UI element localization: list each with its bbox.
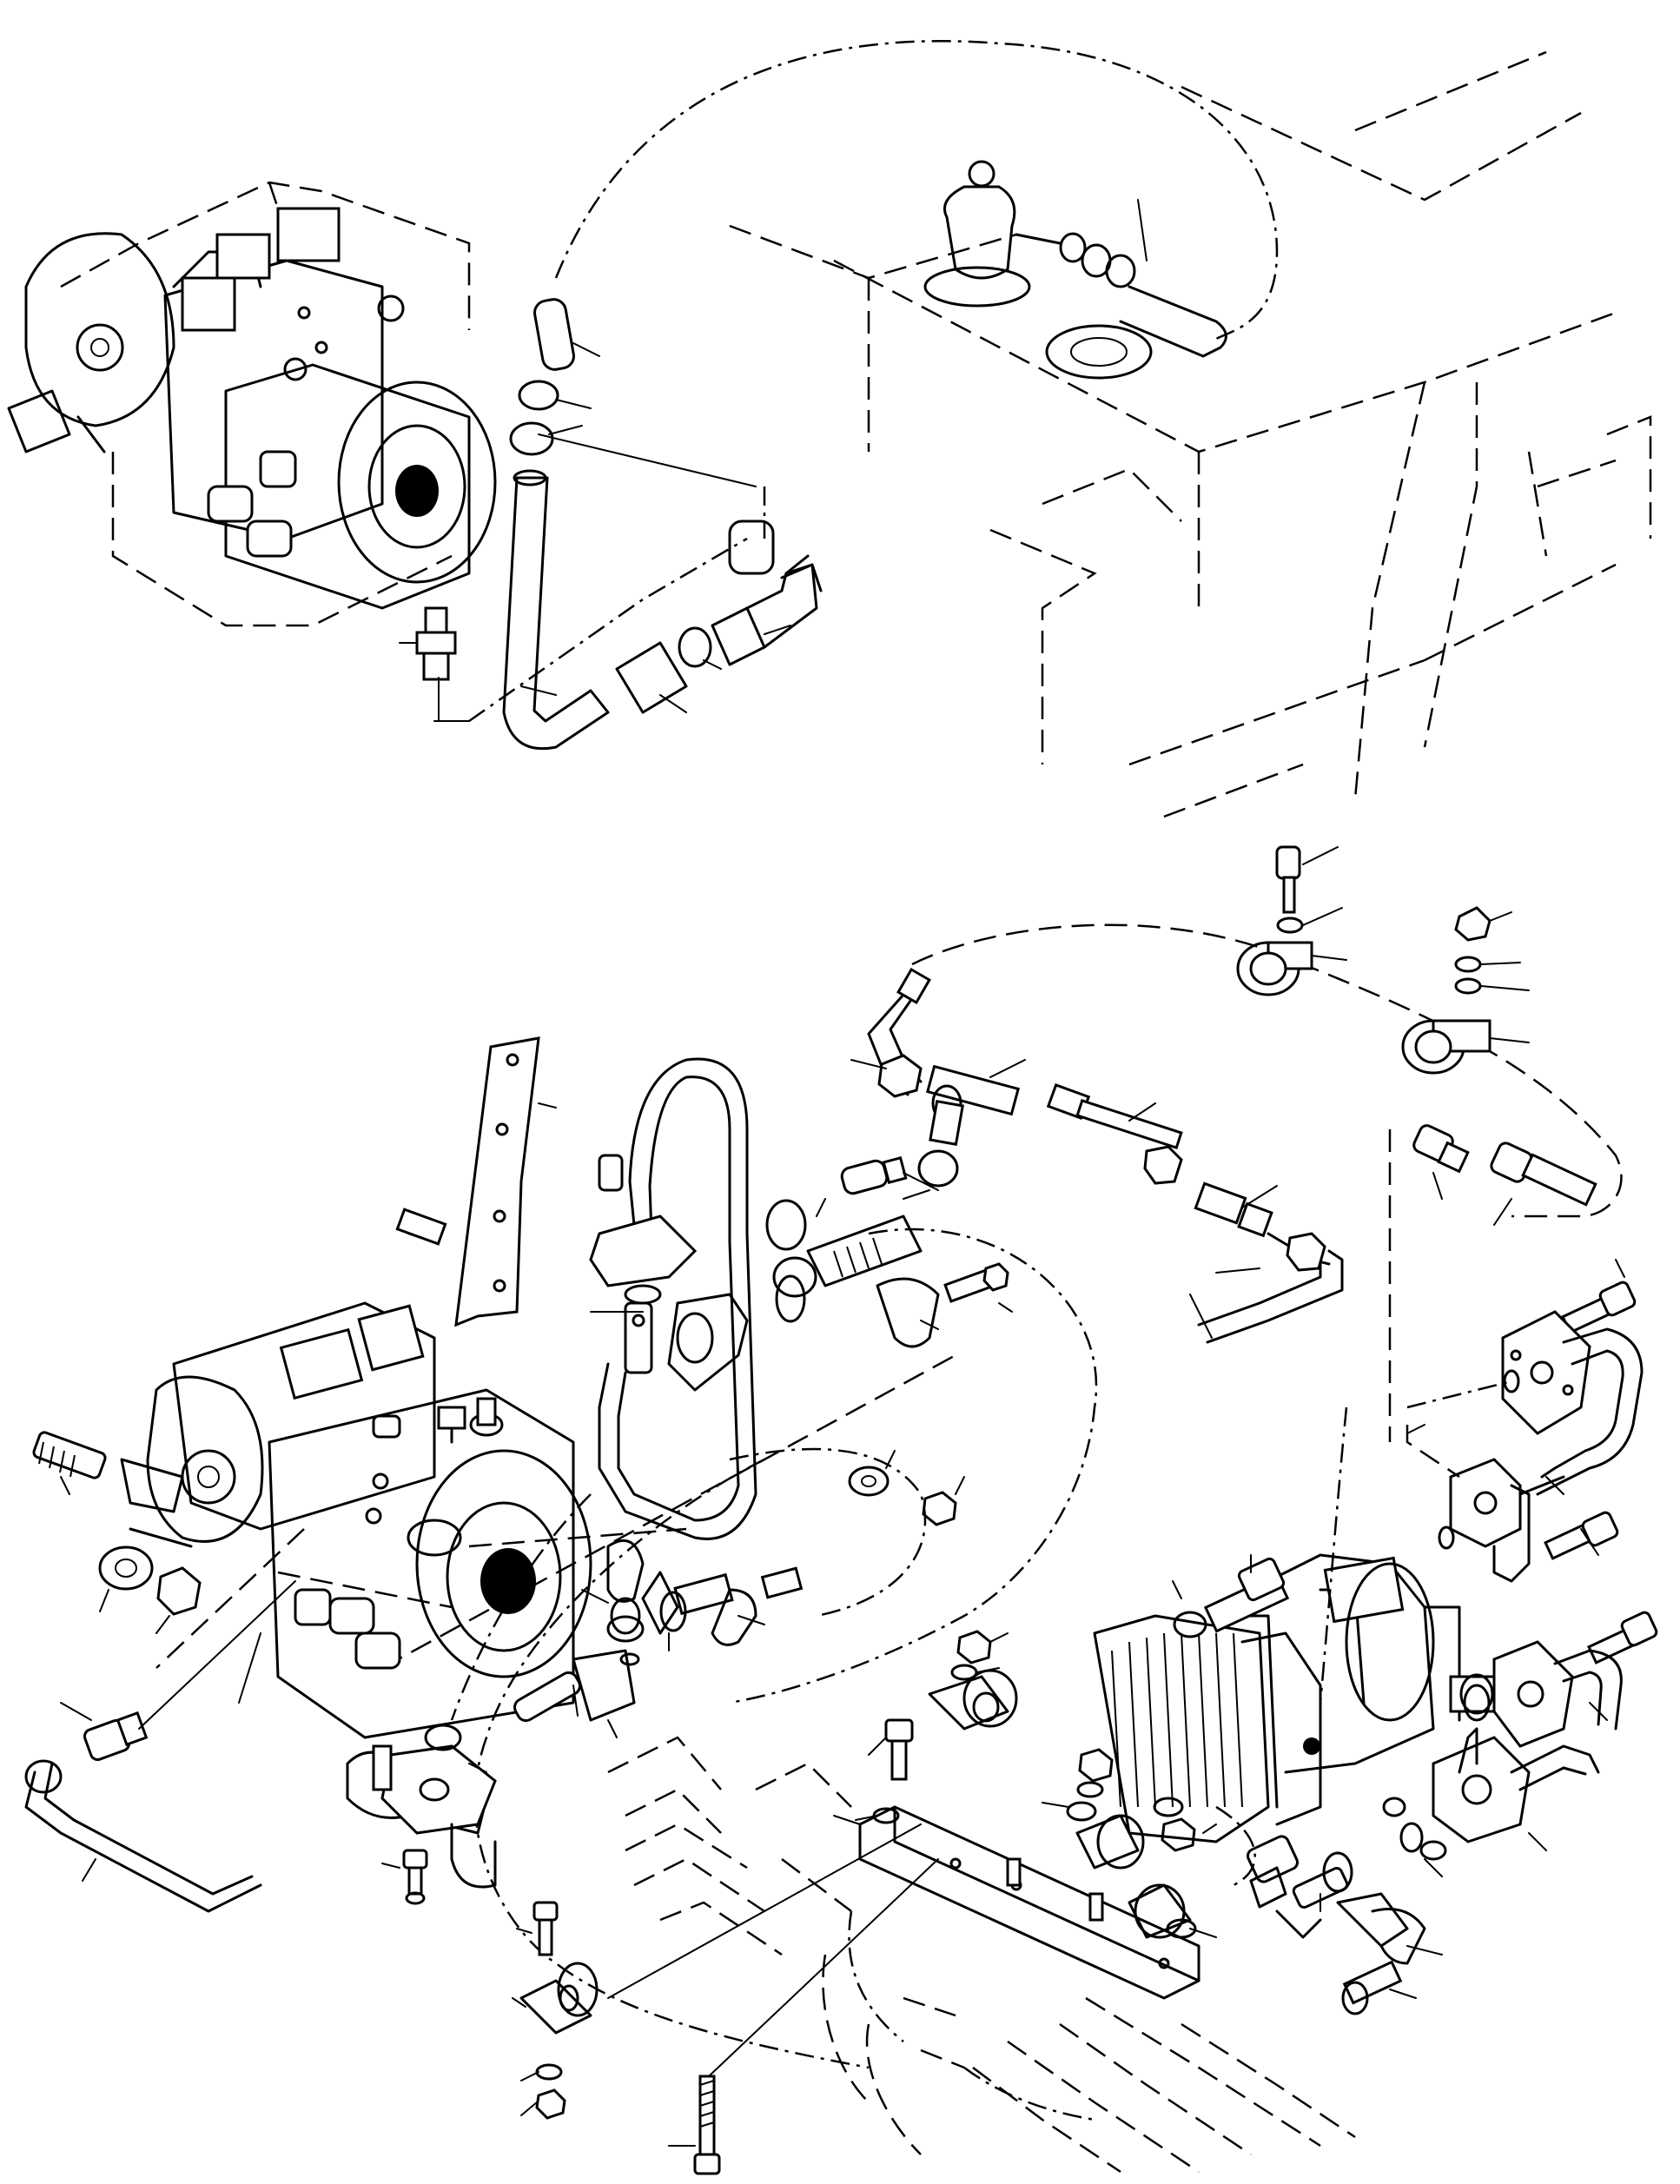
pump-outlet-fittings (513, 1539, 804, 1738)
motor-fasteners (1172, 1259, 1658, 1664)
lower-clamp-set (381, 1823, 922, 2120)
mounting-crossbar (833, 1805, 1200, 2000)
upper-assembly (7, 40, 1652, 818)
upper-elbow-fittings (433, 433, 823, 723)
frame-track-outline (607, 1736, 1356, 2174)
washer-nut-pair-upper (848, 1450, 965, 1526)
lower-left-tube (24, 1580, 296, 1913)
upper-pump (7, 181, 497, 627)
return-line-fittings (1412, 1124, 1597, 1226)
lower-assembly (24, 845, 1658, 2175)
left-fastener-set (32, 1208, 447, 1634)
long-bolt (668, 1858, 939, 2175)
crossbar-clamps (855, 1630, 1217, 1939)
support-bracket (454, 1036, 557, 1327)
main-pump (120, 1301, 592, 1739)
upper-hose-route (554, 40, 1279, 341)
pressure-pipe-loop (589, 1057, 757, 1540)
clamp-bolt-set-right (1236, 845, 1530, 1075)
tank-breather (923, 160, 1227, 380)
motor-inlet-fittings (1215, 1406, 1443, 2015)
motor-pipe-upper (1406, 1310, 1644, 1583)
upper-suction-hose (502, 298, 610, 751)
upper-leader-lines (520, 342, 791, 713)
gauge-fittings (765, 1155, 1013, 1348)
motor-pipe-lower (1382, 1640, 1623, 1877)
tank-frame-outline (729, 50, 1652, 818)
lower-suction-flange (346, 1724, 497, 1889)
gauge-line (850, 967, 1344, 1344)
upper-adapter-fitting (399, 606, 457, 722)
hydraulic-motor (1093, 1553, 1496, 1843)
return-line-route (911, 923, 1623, 1218)
case-drain-route (729, 1228, 1098, 1704)
